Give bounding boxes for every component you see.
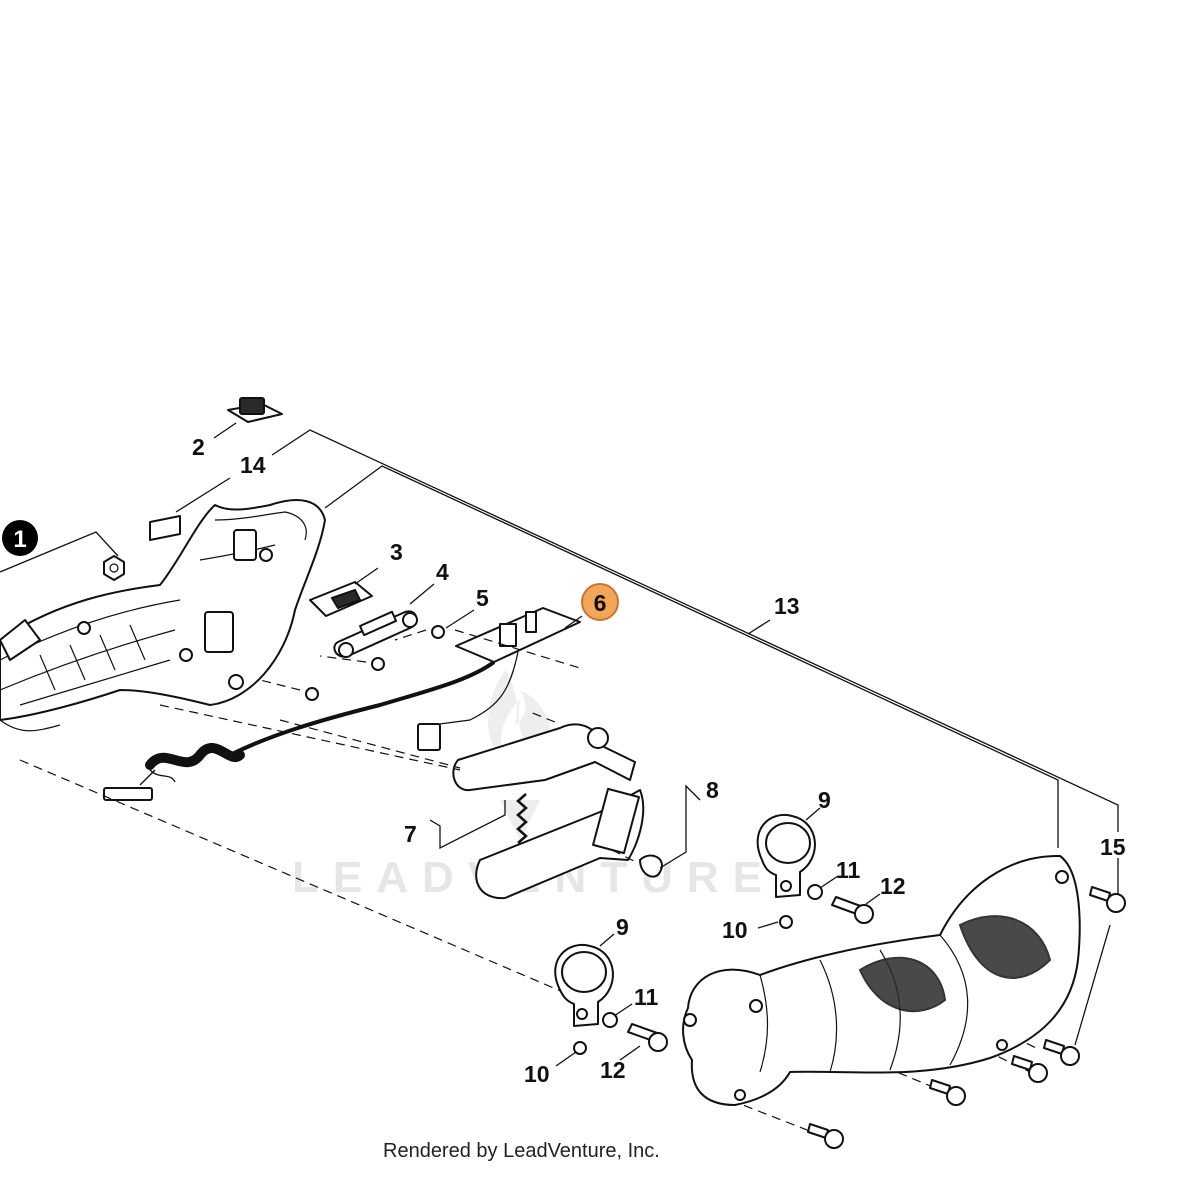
part-14-label — [149, 515, 181, 541]
callout-10-lower[interactable]: 10 — [524, 1061, 550, 1087]
callout-3[interactable]: 3 — [390, 539, 403, 565]
callout-5[interactable]: 5 — [476, 585, 489, 611]
part-6-circuit-board — [229, 607, 581, 757]
part-8-trigger — [452, 711, 663, 900]
callout-15[interactable]: 15 — [1100, 834, 1126, 860]
callout-1[interactable]: 1 — [2, 520, 38, 556]
callout-labels: 2 3 4 5 7 8 9 9 10 10 11 11 12 12 13 14 … — [192, 434, 1126, 1087]
part-15-screws — [807, 886, 1126, 1149]
callout-9-lower[interactable]: 9 — [616, 914, 629, 940]
callout-9-upper[interactable]: 9 — [818, 787, 831, 813]
callout-11-upper[interactable]: 11 — [836, 857, 861, 883]
leader-lines — [0, 422, 1119, 1046]
callout-12-upper[interactable]: 12 — [880, 873, 906, 899]
callout-6-highlight[interactable]: 6 — [581, 583, 619, 621]
part-3-switch — [309, 581, 373, 617]
callout-2[interactable]: 2 — [192, 434, 205, 460]
footer-credit: Rendered by LeadVenture, Inc. — [383, 1140, 660, 1162]
handle-housing — [0, 499, 326, 732]
part-4-bracket — [333, 610, 418, 658]
part-2-switch-cap — [227, 397, 283, 423]
callout-leaders — [354, 567, 881, 1067]
callout-12-lower[interactable]: 12 — [600, 1057, 626, 1083]
callout-11-lower[interactable]: 11 — [634, 984, 659, 1010]
clamp-assembly-upper — [756, 813, 874, 929]
callout-6-label: 6 — [594, 590, 607, 616]
callout-6-circle — [581, 583, 619, 621]
callout-8[interactable]: 8 — [706, 777, 719, 803]
hex-nut — [103, 555, 125, 581]
rear-housing — [682, 854, 1081, 1106]
clamp-assembly-lower — [554, 943, 668, 1055]
callout-1-label: 1 — [13, 526, 26, 553]
callout-7[interactable]: 7 — [404, 821, 417, 847]
callout-10-upper[interactable]: 10 — [722, 917, 748, 943]
callout-4[interactable]: 4 — [436, 559, 449, 585]
part-5-screws — [259, 625, 445, 701]
harness-spring — [103, 743, 245, 801]
callout-14[interactable]: 14 — [240, 452, 266, 478]
callout-13[interactable]: 13 — [774, 593, 800, 619]
